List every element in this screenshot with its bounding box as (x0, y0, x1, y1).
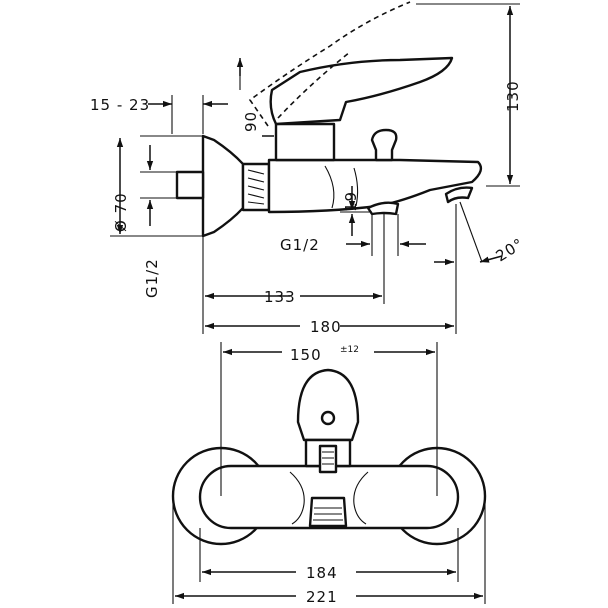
front-view: 150 ±12 184 221 (171, 342, 487, 606)
dim-221: 221 (306, 588, 338, 606)
front-lever (296, 368, 360, 442)
spout-tip (444, 186, 474, 204)
mixer-body (267, 158, 483, 214)
dim-180: 180 (310, 318, 342, 336)
dim-spout-angle: 20° (493, 234, 528, 265)
lever-indicator (320, 410, 336, 426)
dim-wall-gap: 15 - 23 (90, 96, 150, 114)
lever-handle (269, 56, 454, 126)
dim-height: 130 (504, 80, 522, 112)
dim-diameter: Ø 70 (112, 192, 130, 232)
dim-184: 184 (306, 564, 338, 582)
aerator (366, 201, 400, 216)
inlet-pipe (175, 170, 205, 200)
dim-133: 133 (264, 288, 296, 306)
side-view: 15 - 23 Ø 70 G1/2 90 130 19 G1/2 (90, 1, 528, 336)
front-diverter (318, 444, 338, 474)
dim-150: 150 (290, 346, 322, 364)
lever-open-outline (248, 1, 411, 127)
dim-lever-angle: 90 (242, 111, 260, 132)
cartridge-neck (274, 122, 336, 162)
diverter-knob (370, 128, 398, 162)
dim-150-tolerance: ±12 (340, 345, 359, 355)
dim-inlet-thread: G1/2 (143, 258, 161, 298)
wall-rosette (201, 134, 245, 238)
dim-outlet-thread: G1/2 (280, 236, 320, 254)
dim-spout-height: 19 (342, 191, 360, 212)
front-spout (308, 496, 348, 528)
